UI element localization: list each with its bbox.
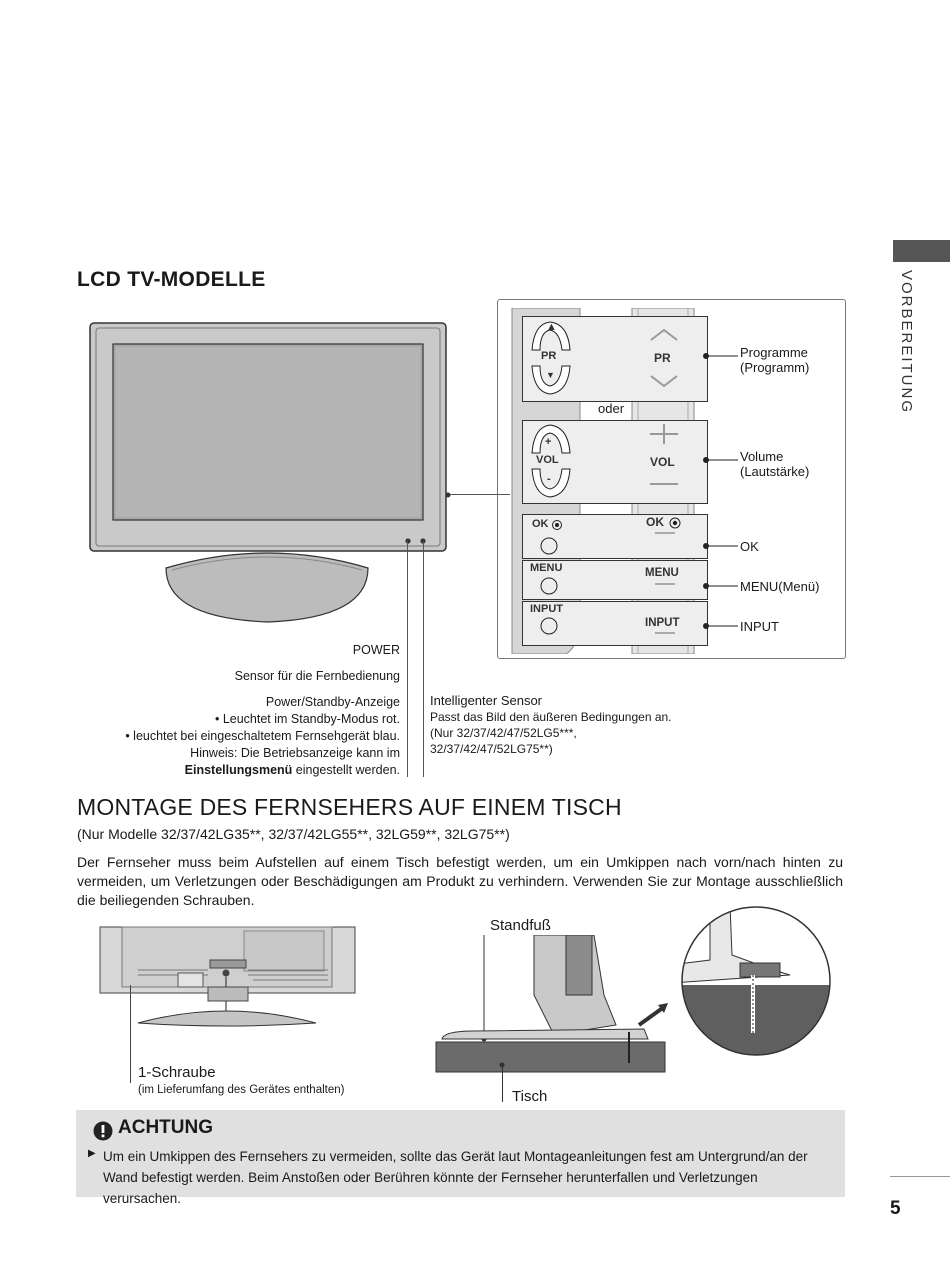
stand-label: Standfuß xyxy=(490,917,551,934)
input-large-label: INPUT xyxy=(645,617,680,629)
volume-rocker-icon xyxy=(531,424,571,498)
ok-bar xyxy=(655,532,675,534)
side-tab-marker xyxy=(893,240,950,262)
callout-standby: Power/Standby-Anzeige • Leuchtet im Stan… xyxy=(125,695,400,777)
pr-large-label: PR xyxy=(654,351,671,365)
label-volume: Volume (Lautstärke) xyxy=(740,449,810,479)
label-menu: MENU(Menü) xyxy=(740,579,820,594)
ok-target-icon xyxy=(552,520,562,530)
screw-detail-zoom xyxy=(681,906,831,1056)
screw-note: (im Lieferumfang des Gerätes enthalten) xyxy=(138,1084,345,1096)
caution-title: ACHTUNG xyxy=(118,1117,213,1138)
section-subheading-models: (Nur Modelle 32/37/42LG35**, 32/37/42LG5… xyxy=(77,826,510,842)
caution-bullet-icon: ▶ xyxy=(88,1148,96,1159)
menu-bar xyxy=(655,583,675,585)
ok-button-icon xyxy=(540,537,558,555)
label-ok: OK xyxy=(740,539,759,554)
control-panel-box xyxy=(497,299,846,659)
menu-small-label: MENU xyxy=(530,562,563,574)
caution-text: Um ein Umkippen des Fernsehers zu vermei… xyxy=(103,1149,808,1206)
or-label: oder xyxy=(598,401,625,416)
ok-large-label: OK xyxy=(646,515,664,529)
callout-power: POWER xyxy=(352,643,400,657)
callout-line-sensor xyxy=(423,541,424,777)
menu-large-label: MENU xyxy=(645,567,679,579)
callout-line-standby xyxy=(407,541,408,777)
screw-label: 1-Schraube xyxy=(138,1064,216,1081)
mount-instructions: Der Fernseher muss beim Aufstellen auf e… xyxy=(77,854,843,908)
side-tab-label: VORBEREITUNG xyxy=(898,270,915,415)
input-button-icon xyxy=(540,617,558,635)
page-rule xyxy=(890,1176,950,1177)
ok-small-label: OK xyxy=(532,518,549,530)
program-rocker-icon xyxy=(531,321,571,395)
ok-large-target-icon xyxy=(669,517,681,529)
screw-callout-line xyxy=(130,985,131,1083)
pr-chevron-icons xyxy=(650,328,678,388)
tv-back-illustration xyxy=(99,926,356,1027)
intelligent-sensor-note: Intelligenter Sensor Passt das Bild den … xyxy=(430,693,672,756)
exclamation-icon xyxy=(93,1121,113,1141)
input-small-label: INPUT xyxy=(530,603,563,615)
page-number: 5 xyxy=(890,1198,901,1219)
pr-up-arrow: ▲ xyxy=(546,321,557,333)
label-input: INPUT xyxy=(740,619,779,634)
menu-button-icon xyxy=(540,577,558,595)
vol-large-label: VOL xyxy=(650,455,675,469)
vol-plus: + xyxy=(545,436,552,448)
caution-box xyxy=(76,1110,845,1197)
section-heading-lcd: LCD TV-MODELLE xyxy=(77,268,266,291)
callout-remote-sensor: Sensor für die Fernbedienung xyxy=(234,669,400,683)
leader-lines xyxy=(703,353,738,629)
table-callout-line xyxy=(502,1066,503,1102)
input-bar xyxy=(655,632,675,634)
vol-plus-minus-icons xyxy=(650,424,678,485)
pr-down-arrow: ▼ xyxy=(546,370,555,380)
power-led-icon xyxy=(405,538,411,544)
stand-on-table-illustration xyxy=(435,935,668,1073)
section-heading-mount: MONTAGE DES FERNSEHERS AUF EINEM TISCH xyxy=(77,794,622,820)
vol-minus: - xyxy=(547,473,551,485)
vol-small-label: VOL xyxy=(536,454,559,466)
pr-small-label: PR xyxy=(541,350,557,362)
table-label: Tisch xyxy=(512,1088,548,1105)
connector-line xyxy=(450,494,510,495)
tv-front-illustration xyxy=(89,322,451,623)
label-programme: Programme (Programm) xyxy=(740,345,810,375)
